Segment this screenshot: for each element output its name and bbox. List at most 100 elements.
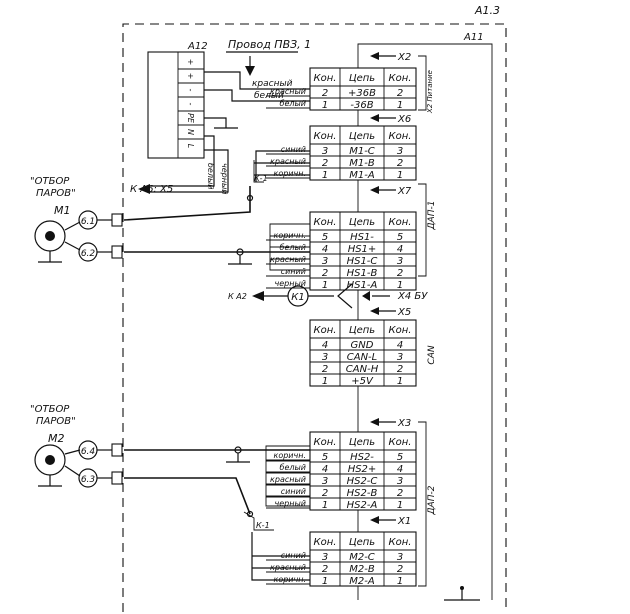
k1-bracket (253, 160, 264, 183)
header-cep: Цепь (349, 73, 375, 84)
connector-arrowhead (370, 114, 379, 122)
table-cell: 1 (322, 280, 328, 291)
m1-lead-2 (64, 241, 81, 251)
table-cell: М2-С (349, 552, 375, 563)
table-cell: 1 (322, 576, 328, 587)
wire-color-label: черный (275, 499, 306, 508)
m1-lead-1 (64, 221, 81, 231)
table-cell: 5 (322, 452, 328, 463)
a12-wire-white (148, 135, 215, 187)
table-cell: 3 (322, 146, 328, 157)
header-kon-right: Кон. (389, 325, 412, 336)
connector-table (309, 67, 417, 111)
table-cell: 1 (397, 100, 403, 111)
header-cep: Цепь (349, 217, 375, 228)
connector-arrowhead (370, 307, 379, 315)
m2-label: М2 (48, 432, 65, 445)
m2-plug-2 (111, 471, 123, 485)
m2-lead-2 (64, 465, 81, 477)
connector-table (309, 319, 417, 387)
table-cell: HS2+ (348, 464, 377, 475)
x6-wire-blue (255, 150, 310, 182)
table-cell: 3 (322, 352, 328, 363)
side-label-x2: Х2 Питание (426, 70, 434, 114)
table-cell: 1 (322, 500, 328, 511)
table-cell: HS1-А (347, 280, 378, 291)
a12-terminal-label: + (186, 59, 195, 66)
bracket-dap2 (418, 421, 427, 587)
connector-table (309, 211, 417, 291)
table-cell: 2 (322, 364, 328, 375)
to-a6-arrowhead (138, 184, 150, 194)
m1-pin-1-label: 6.1 (81, 217, 95, 227)
table-cell: 1 (322, 100, 328, 111)
m2-plug-1 (111, 443, 123, 457)
table-cell: 2 (397, 158, 403, 169)
m1-junction-top (246, 194, 254, 202)
table-cell: HS2-В (347, 488, 378, 499)
x4-connector (337, 283, 353, 309)
a12-red-label: красный (252, 79, 293, 89)
table-cell: HS1-С (347, 256, 378, 267)
side-label-can: CAN (427, 345, 437, 364)
a12-terminal-label: PE (186, 113, 195, 124)
to-a6-label: К А6: Х5 (130, 184, 173, 195)
a12-wire-black-vlabel: черный (220, 163, 229, 194)
table-cell: GND (351, 340, 374, 351)
frame-label: A1.3 (474, 4, 500, 17)
a12-terminal-label: - (186, 103, 195, 106)
x3-wire-bundle (265, 445, 310, 507)
a11-label: A11 (463, 32, 484, 43)
wire-color-label: белый (280, 243, 306, 252)
table-cell: 4 (397, 340, 403, 351)
table-cell: 1 (322, 170, 328, 181)
header-kon-right: Кон. (389, 73, 412, 84)
m2-otbor: "ОТБОР (30, 404, 70, 415)
table-cell: М1-В (349, 158, 375, 169)
header-kon-right: Кон. (389, 217, 412, 228)
x4-arrowhead (362, 291, 370, 301)
header-kon-right: Кон. (389, 437, 412, 448)
table-cell: +5V (351, 376, 374, 387)
a12-terminal-label: + (186, 73, 195, 80)
k1-label: К1 (291, 292, 304, 303)
wire-type-arrowhead (245, 66, 255, 76)
table-cell: 3 (322, 256, 328, 267)
connector-label: Х7 (397, 186, 412, 197)
header-kon-left: Кон. (314, 217, 337, 228)
wire-color-label: синий (281, 145, 306, 154)
m2-pin-1-label: 6.4 (81, 447, 96, 457)
m1-motor-center (45, 231, 55, 241)
header-cep: Цепь (349, 537, 375, 548)
m2-junction-k (246, 510, 254, 518)
table-cell: HS2- (350, 452, 374, 463)
header-kon-left: Кон. (314, 131, 337, 142)
connector-label: Х1 (397, 516, 411, 527)
table-cell: +36В (348, 88, 376, 99)
wire-color-label: синий (281, 487, 306, 496)
table-cell: 2 (322, 158, 328, 169)
k1-m2-bracket (243, 511, 274, 531)
m1-otbor: "ОТБОР (30, 176, 70, 187)
a12-label: A12 (187, 41, 208, 52)
header-kon-left: Кон. (314, 537, 337, 548)
table-cell: 3 (322, 476, 328, 487)
wire-a12-red (204, 71, 310, 90)
table-cell: 2 (322, 564, 328, 575)
x4-label: Х4 БУ (397, 291, 428, 302)
header-kon-right: Кон. (389, 537, 412, 548)
connector-label: Х6 (397, 114, 411, 125)
connector-label: Х5 (397, 307, 411, 318)
m2-motor-wire-bottom (124, 477, 251, 515)
table-cell: 1 (397, 576, 403, 587)
table-cell: 5 (322, 232, 328, 243)
m2-motor-center (45, 455, 55, 465)
connector-table (309, 531, 417, 587)
connector-table (309, 125, 417, 181)
table-cell: 2 (397, 564, 403, 575)
table-cell: 5 (397, 452, 403, 463)
